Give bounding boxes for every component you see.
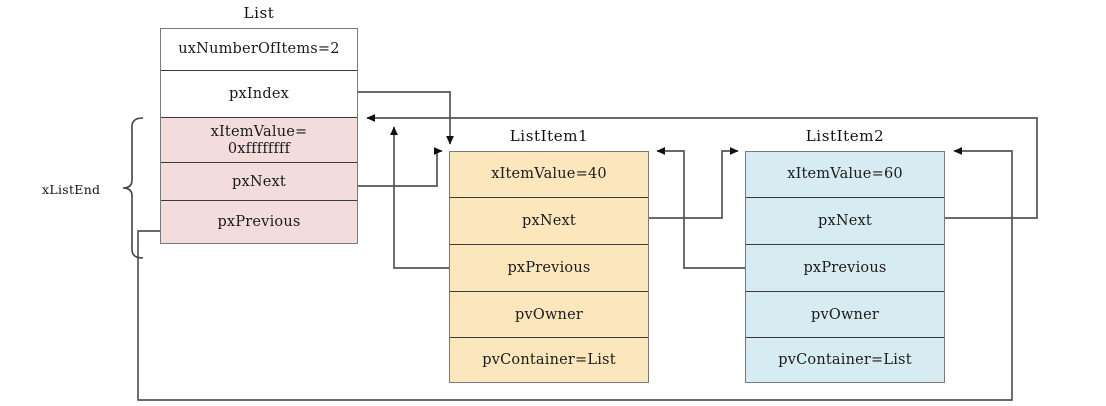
list-row-pxprevious: pxPrevious [160,201,358,244]
wire-list-pxprevious-to-item2 [137,147,1013,401]
item1-row-pvowner: pvOwner [449,292,649,338]
list-box-outline [160,28,358,244]
item2-row-pxnext: pxNext [745,198,945,245]
list-row-pxindex: pxIndex [160,71,358,118]
item1-row-xitemvalue: xItemValue=40 [449,151,649,198]
item1-row-pxprevious: pxPrevious [449,245,649,292]
list-row-uxnumberofitems: uxNumberOfItems=2 [160,28,358,71]
list-title: List [243,4,275,22]
item1-title: ListItem1 [509,127,589,145]
xlistend-label: xListEnd [42,182,101,197]
wire-list-pxindex-to-item1 [358,91,454,145]
wire-list-pxnext-to-item1 [358,147,443,187]
list-row-pxnext: pxNext [160,163,358,201]
item1-row-pxnext: pxNext [449,198,649,245]
wire-item1-pxnext-to-item2 [649,147,739,219]
list-row-xitemvalue: xItemValue= 0xffffffff [160,118,358,163]
item2-row-pxprevious: pxPrevious [745,245,945,292]
wire-item1-pxprevious-to-list [390,126,449,269]
xlistend-brace [122,117,144,259]
item1-box [449,151,649,383]
item2-row-xitemvalue: xItemValue=60 [745,151,945,198]
item1-row-pvcontainer: pvContainer=List [449,338,649,383]
item2-row-pvcontainer: pvContainer=List [745,338,945,383]
item2-box [745,151,945,383]
item2-title: ListItem2 [805,127,885,145]
wire-item2-pxnext-to-list [366,114,1038,219]
wire-item2-pxprevious-to-item1 [656,147,745,269]
item2-row-pvowner: pvOwner [745,292,945,338]
